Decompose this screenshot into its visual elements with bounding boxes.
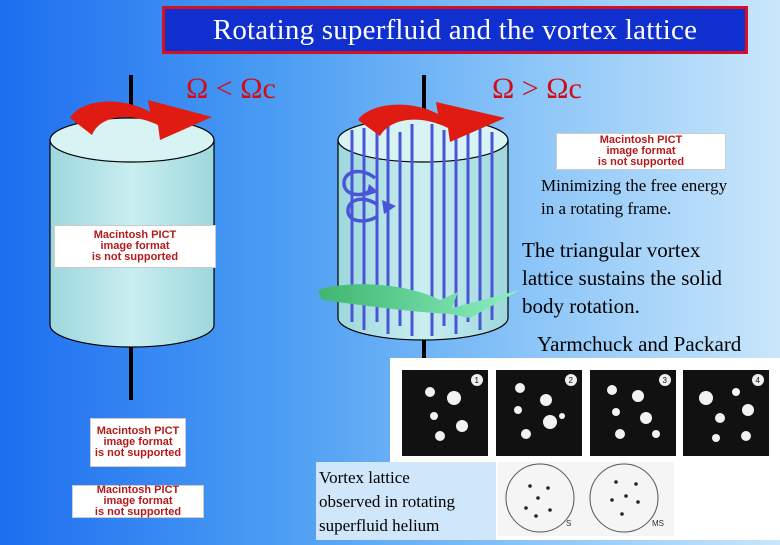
caption-backdrop <box>316 462 496 540</box>
pict-placeholder-bottom-left: Macintosh PICT image format is not suppo… <box>90 418 186 467</box>
pict-placeholder-bottom-left-2: Macintosh PICT image format is not suppo… <box>72 485 204 518</box>
minimizing-text: Minimizing the free energy in a rotating… <box>541 176 728 218</box>
left-rotation-arrow <box>70 100 212 140</box>
authors-text: Yarmchuck and Packard <box>537 332 742 356</box>
right-rotation-arrow <box>358 102 505 142</box>
pattern-diagrams <box>498 462 674 536</box>
photo-label-4: 4 <box>756 376 761 385</box>
diagram-label-ms: MS <box>652 519 664 528</box>
experiment-panel: 1 2 3 4 S MS <box>390 358 780 540</box>
observed-caption: Vortex lattice observed in rotating supe… <box>319 468 455 535</box>
pict-placeholder-left-cylinder: Macintosh PICT image format is not suppo… <box>54 225 216 268</box>
circulation-arrow-2 <box>346 197 379 223</box>
photo-label-2: 2 <box>569 376 574 385</box>
triangular-text: The triangular vortex lattice sustains t… <box>522 238 723 318</box>
title-banner: Rotating superfluid and the vortex latti… <box>162 6 748 54</box>
experiment-figure: 1 2 3 4 S MS <box>402 370 769 536</box>
vortex-spots <box>425 383 754 442</box>
photo-label-3: 3 <box>663 376 668 385</box>
diagram-label-s: S <box>566 519 571 528</box>
circulation-arrow-1 <box>342 169 377 197</box>
pict-placeholder-top-right: Macintosh PICT image format is not suppo… <box>556 133 726 170</box>
right-cylinder <box>318 75 520 358</box>
pattern-dots <box>524 480 640 518</box>
photo-frames <box>402 370 769 456</box>
left-condition-label: Ω < Ωc <box>186 72 276 105</box>
page-title: Rotating superfluid and the vortex latti… <box>212 13 698 46</box>
body-rotation-arrow <box>318 284 520 318</box>
right-condition-label: Ω > Ωc <box>492 72 582 105</box>
photo-label-1: 1 <box>475 376 480 385</box>
